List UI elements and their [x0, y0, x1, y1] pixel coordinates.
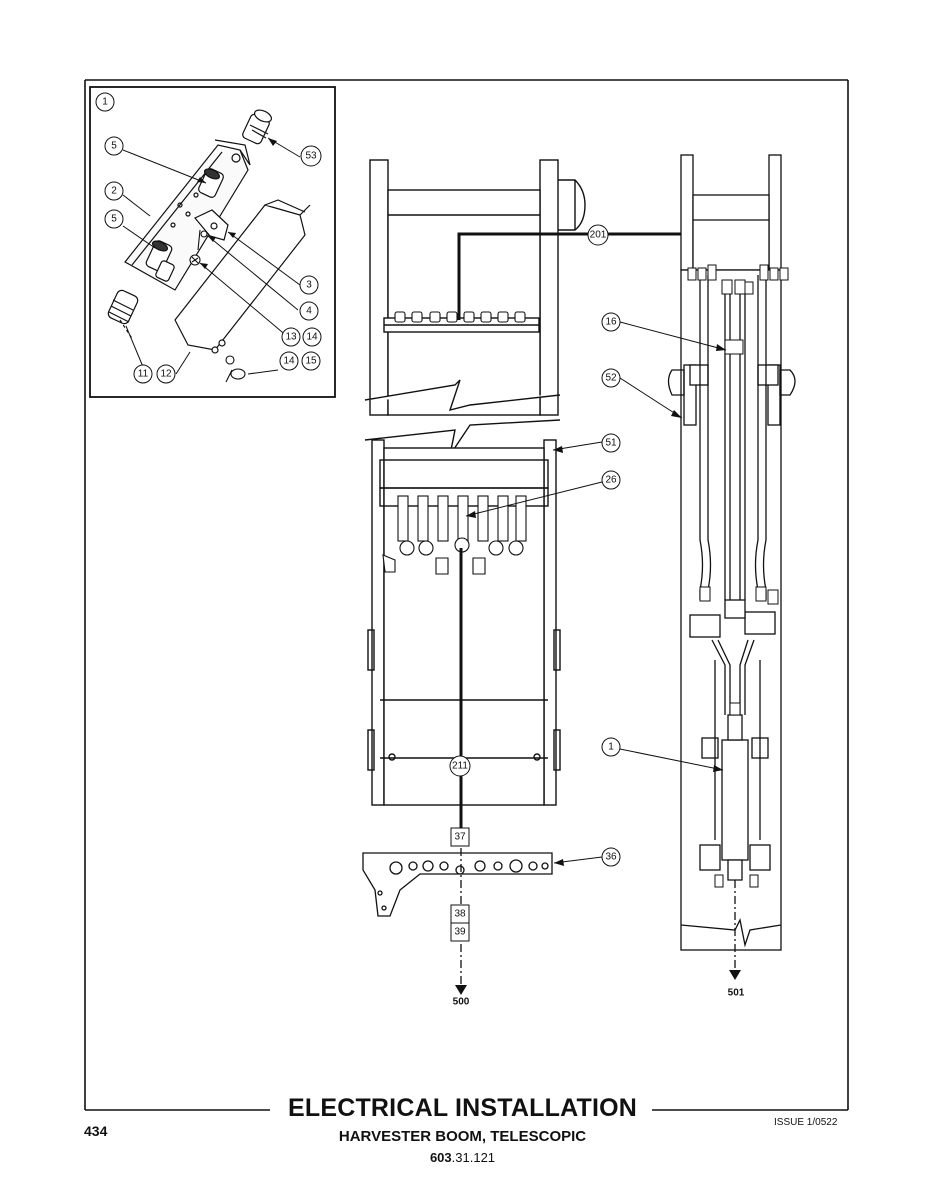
callout-2: 2 [104, 181, 124, 201]
plate-36 [362, 852, 553, 917]
top-rail-connectors [394, 311, 526, 323]
arrow-501 [729, 970, 741, 980]
callout-52: 52 [601, 368, 621, 388]
main-arrowheads [466, 344, 726, 866]
inset-detail: 1 5 2 5 53 3 4 13 14 11 12 14 15 [89, 86, 336, 398]
svg-text:13: 13 [285, 332, 297, 343]
inset-arrowheads [197, 138, 277, 269]
svg-text:12: 12 [160, 369, 172, 380]
svg-text:52: 52 [605, 373, 617, 384]
callout-201: 201 [587, 224, 609, 246]
callout-15: 15 [301, 351, 321, 371]
svg-text:5: 5 [111, 141, 117, 152]
svg-text:1: 1 [608, 742, 614, 753]
clip-3 [194, 209, 229, 241]
arrow-500 [455, 985, 467, 995]
screw-15 [225, 355, 246, 383]
screw-13 [189, 254, 201, 266]
callout-5-b: 5 [104, 209, 124, 229]
callout-1-main: 1 [601, 737, 621, 757]
left-boom-section [364, 159, 586, 806]
callout-3: 3 [299, 275, 319, 295]
connector-53 [242, 109, 273, 145]
document-number: 603.31.121 [0, 1150, 925, 1165]
callout-12: 12 [156, 364, 176, 384]
label-501: 501 [728, 988, 745, 999]
page-subtitle: HARVESTER BOOM, TELESCOPIC [338, 1128, 587, 1145]
page-number: 434 [84, 1123, 108, 1139]
page-frame [84, 79, 849, 1111]
callout-14-b: 14 [279, 351, 299, 371]
screw-4 [197, 229, 208, 251]
svg-text:38: 38 [454, 909, 466, 920]
channel-12 [174, 199, 311, 354]
svg-text:16: 16 [605, 317, 617, 328]
right-boom-fittings [687, 264, 789, 888]
callout-5-a: 5 [104, 136, 124, 156]
page-title: ELECTRICAL INSTALLATION [287, 1094, 638, 1122]
callout-16: 16 [601, 312, 621, 332]
callout-211: 211 [449, 755, 471, 777]
svg-text:26: 26 [605, 475, 617, 486]
callout-4: 4 [299, 301, 319, 321]
document-number-rest: .31.121 [451, 1150, 496, 1165]
callout-14-a: 14 [302, 327, 322, 347]
svg-text:36: 36 [605, 852, 617, 863]
svg-text:39: 39 [454, 927, 466, 938]
callout-11: 11 [133, 364, 153, 384]
label-500: 500 [453, 997, 470, 1008]
connector-5-lower [145, 240, 175, 282]
svg-text:211: 211 [452, 761, 468, 772]
svg-text:15: 15 [305, 356, 317, 367]
bottom-connector-bank [382, 495, 527, 575]
svg-text:2: 2 [111, 186, 117, 197]
svg-text:4: 4 [306, 306, 312, 317]
svg-text:14: 14 [283, 356, 295, 367]
document-number-bold: 603 [429, 1150, 452, 1165]
svg-text:51: 51 [605, 438, 617, 449]
box-39: 39 [450, 922, 470, 942]
svg-text:5: 5 [111, 214, 117, 225]
issue-label: ISSUE 1/0522 [774, 1117, 838, 1128]
svg-text:53: 53 [305, 151, 317, 162]
svg-text:14: 14 [306, 332, 318, 343]
callout-1-inset: 1 [95, 92, 115, 112]
right-boom-section [667, 154, 796, 951]
callout-36: 36 [601, 847, 621, 867]
connector-11 [107, 289, 139, 341]
connector-5-upper [198, 168, 224, 198]
box-38: 38 [450, 904, 470, 924]
box-37: 37 [450, 827, 470, 847]
callout-53: 53 [300, 145, 322, 167]
callout-26: 26 [601, 470, 621, 490]
svg-text:1: 1 [102, 97, 108, 108]
svg-text:37: 37 [454, 832, 466, 843]
svg-text:3: 3 [306, 280, 312, 291]
callout-51: 51 [601, 433, 621, 453]
callout-13: 13 [281, 327, 301, 347]
svg-text:11: 11 [138, 369, 149, 380]
svg-text:201: 201 [590, 230, 607, 241]
